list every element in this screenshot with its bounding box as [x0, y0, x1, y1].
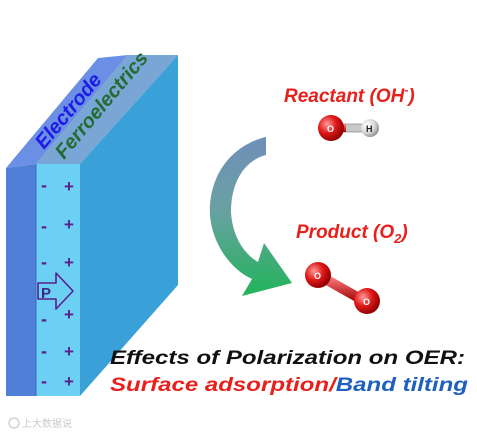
watermark: 上大数据说 — [8, 417, 72, 430]
minus-sign: - — [41, 341, 47, 361]
ferroelectric-top-face — [36, 55, 178, 164]
plus-sign: + — [64, 253, 74, 272]
reactant-label: Reactant (OH-) — [284, 83, 415, 107]
oxygen-atom-label: O — [363, 297, 370, 307]
electrode-front-face — [6, 164, 36, 396]
plus-sign: + — [64, 342, 74, 361]
negative-charges: - - - - - - — [41, 175, 47, 391]
plus-sign: + — [64, 372, 74, 391]
product-label: Product (O2) — [296, 222, 408, 246]
minus-sign: - — [41, 216, 47, 236]
minus-sign: - — [41, 175, 47, 195]
oxygen-atom-label: O — [327, 124, 334, 134]
reaction-curved-arrow — [209, 137, 292, 296]
minus-sign: - — [41, 252, 47, 272]
reactant-label-text: Reactant (OH — [284, 86, 406, 107]
polarization-arrow-icon — [37, 272, 74, 310]
oxygen-atom — [318, 115, 344, 141]
hydrogen-atom — [361, 119, 379, 137]
product-subscript: 2 — [393, 231, 402, 246]
ferroelectric-side-face — [80, 55, 178, 396]
hydroxide-molecule: O H — [318, 115, 379, 141]
summary-part-surface-adsorption: Surface adsorption — [110, 375, 329, 396]
oxygen-atom-label: O — [314, 271, 321, 281]
positive-charges: + + + + + + — [64, 177, 74, 391]
polarization-arrow: P — [37, 272, 74, 310]
minus-sign: - — [41, 309, 47, 329]
hydrogen-atom-label: H — [366, 124, 373, 134]
reactant-label-close: ) — [406, 86, 414, 107]
watermark-logo-icon — [8, 417, 20, 429]
summary-separator: / — [328, 375, 338, 396]
minus-sign: - — [41, 371, 47, 391]
reactant-charge: - — [404, 83, 408, 97]
oxygen-molecule: O O — [305, 262, 380, 314]
product-label-close: ) — [399, 222, 407, 243]
product-label-text: Product (O — [296, 222, 394, 243]
oxygen-atom — [354, 288, 380, 314]
electrode-top-face — [6, 55, 128, 168]
polarization-label: P — [41, 285, 51, 302]
plus-sign: + — [64, 305, 74, 324]
plus-sign: + — [64, 215, 74, 234]
oxygen-atom — [305, 262, 331, 288]
electrode-ferroelectric-slab — [6, 55, 178, 396]
summary-title: Effects of Polarization on OER: — [110, 348, 465, 369]
summary-part-band-tilting: Band tilting — [336, 375, 469, 396]
plus-sign: + — [64, 177, 74, 196]
watermark-text: 上大数据说 — [22, 417, 72, 430]
reaction-arrow-body — [209, 137, 292, 296]
summary-subtitle: Surface adsorption/Band tilting — [110, 375, 468, 396]
